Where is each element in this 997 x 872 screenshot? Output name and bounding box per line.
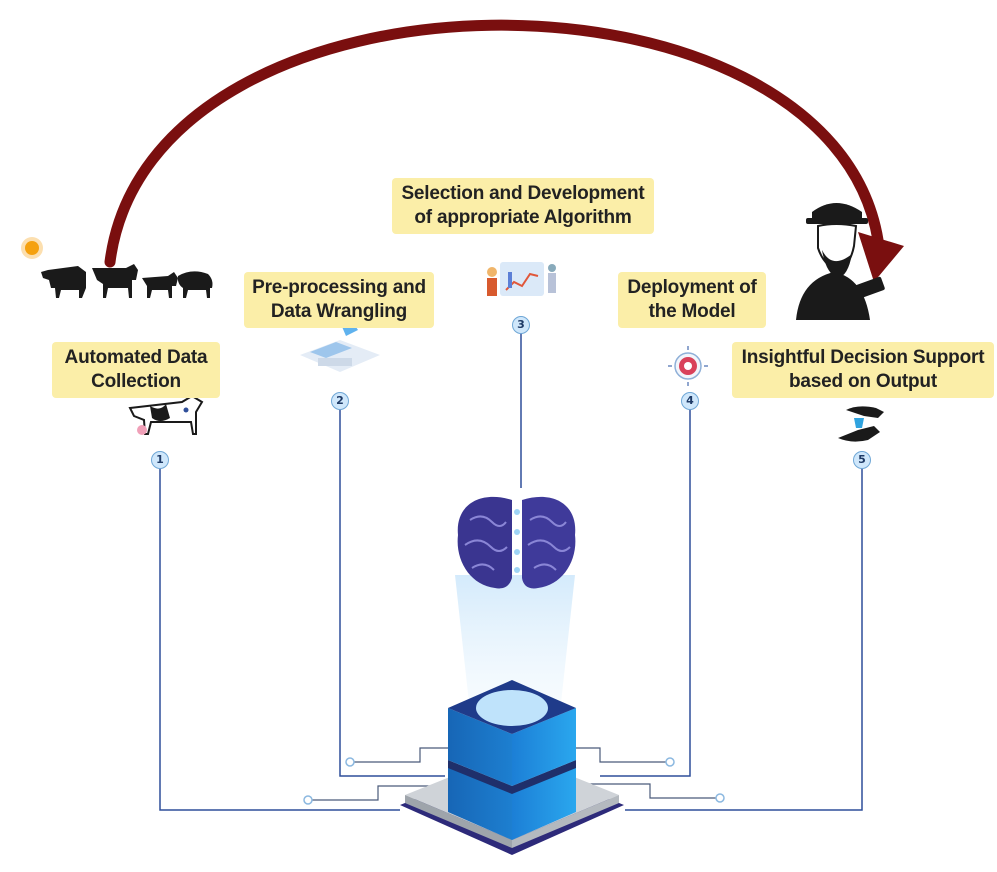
step-1-label: Automated Data Collection	[52, 342, 220, 398]
circuit-traces	[308, 747, 720, 801]
feedback-arrow	[104, 19, 904, 282]
step-3-label-line1: Selection and Development	[401, 183, 645, 204]
processor-cube-icon	[400, 680, 624, 855]
cow-sensor-icon	[128, 394, 204, 435]
step-2-badge: 2	[331, 392, 349, 410]
step-5-label-line1: Insightful Decision Support	[741, 347, 985, 368]
step-3-label-line2: of appropriate Algorithm	[414, 207, 632, 228]
step-2-label: Pre-processing and Data Wrangling	[244, 272, 434, 328]
hand-support-icon	[838, 406, 884, 442]
step-3-label: Selection and Development of appropriate…	[392, 178, 654, 234]
brain-icon	[457, 496, 576, 589]
step-5-label-line2: based on Output	[789, 371, 937, 392]
step-4-label-line2: the Model	[648, 301, 736, 322]
step-3-badge: 3	[512, 316, 530, 334]
model-gear-icon	[668, 346, 708, 386]
step-5-label: Insightful Decision Support based on Out…	[732, 342, 994, 398]
step-4-label-line1: Deployment of	[627, 277, 757, 298]
step-4-label: Deployment of the Model	[618, 272, 766, 328]
farmer-tablet-icon	[796, 203, 885, 320]
algorithm-analytics-icon	[487, 262, 556, 296]
step-2-label-line2: Data Wrangling	[270, 301, 408, 322]
step-1-label-line2: Collection	[91, 371, 181, 392]
step-1-badge: 1	[151, 451, 169, 469]
step-2-label-line1: Pre-processing and	[252, 277, 426, 298]
trace-nodes	[303, 757, 725, 805]
step-5-badge: 5	[853, 451, 871, 469]
light-beam	[455, 575, 575, 712]
livestock-icon	[41, 264, 213, 298]
step-1-label-line1: Automated Data	[64, 347, 208, 368]
step-4-badge: 4	[681, 392, 699, 410]
connector-lines	[159, 330, 863, 811]
sun-icon	[21, 237, 43, 259]
